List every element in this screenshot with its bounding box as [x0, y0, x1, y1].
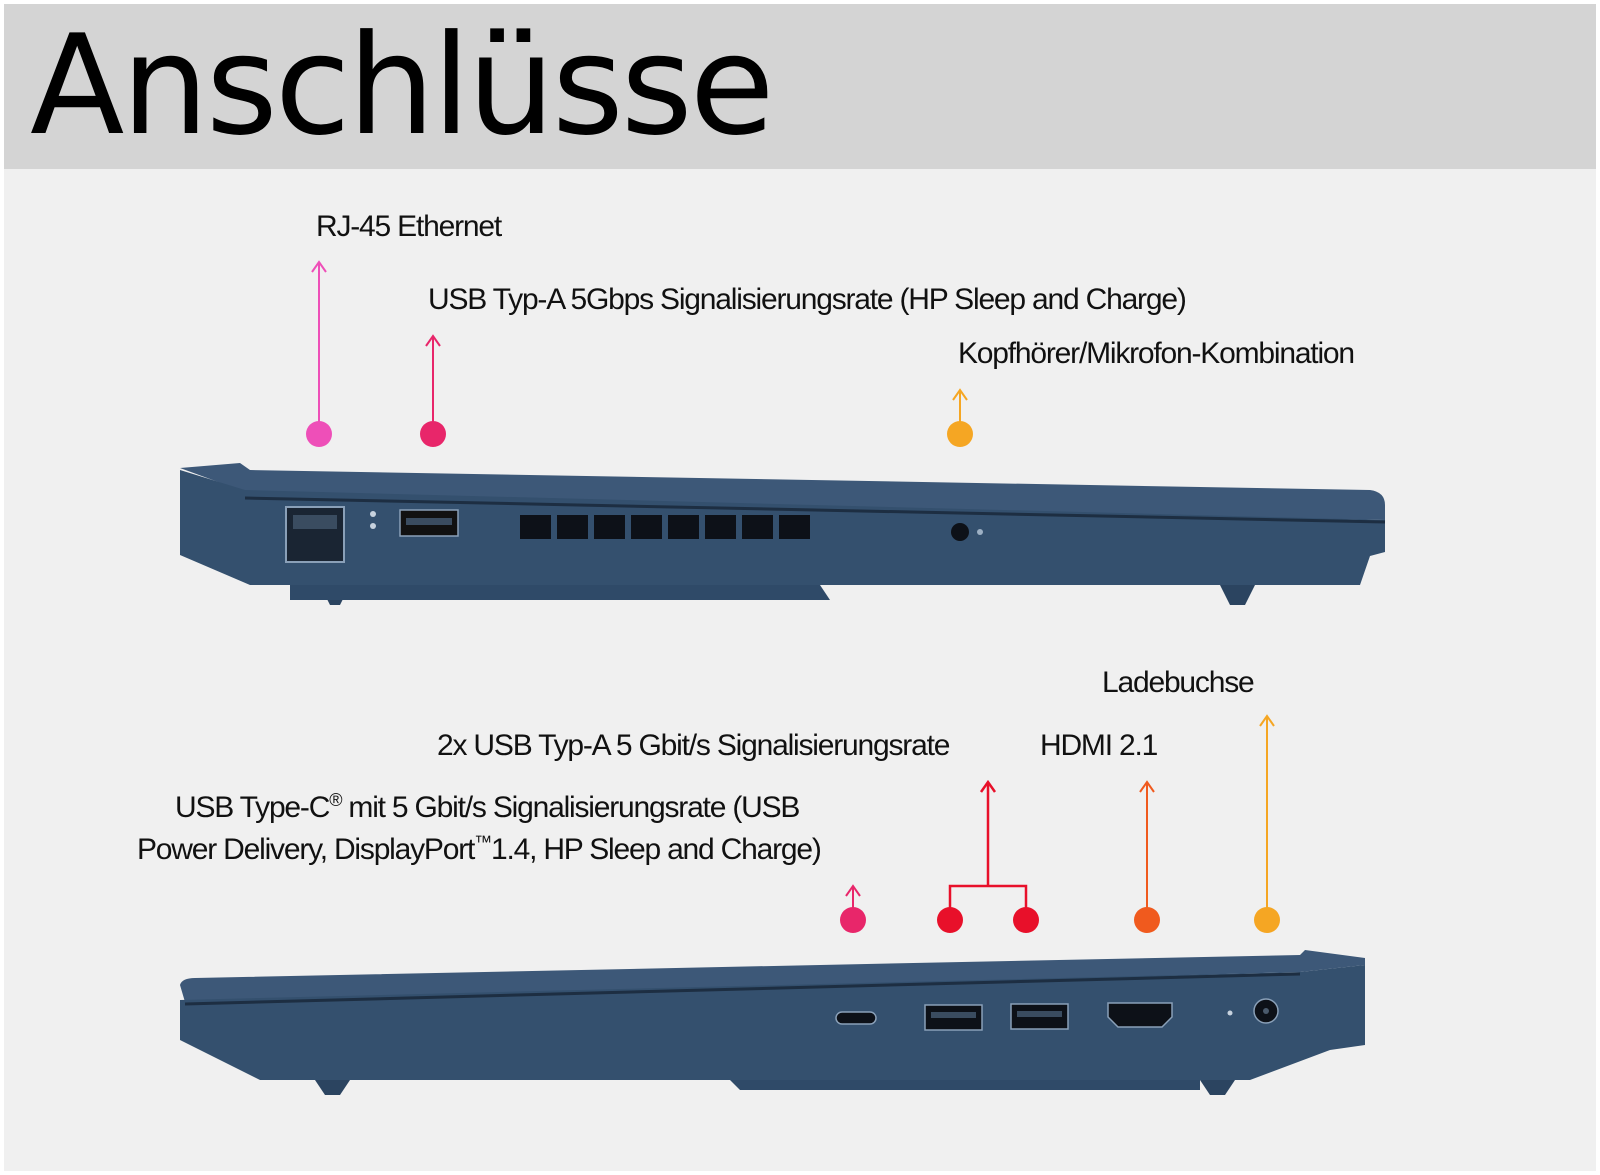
audio-label: Kopfhörer/Mikrofon-Kombination [958, 337, 1355, 370]
page-title: Anschlüsse [30, 5, 775, 166]
header-band [4, 4, 1596, 169]
hdmi-port-icon [1107, 1002, 1173, 1028]
laptop-left-side [180, 463, 1386, 605]
usb-a-2x-callout [937, 779, 1039, 933]
rj45-label: RJ-45 Ethernet [316, 210, 502, 243]
hdmi-label: HDMI 2.1 [1040, 729, 1158, 762]
usb-a-2x-label: 2x USB Typ-A 5 Gbit/s Signalisierungsrat… [437, 729, 950, 762]
usb-c-label-line2: Power Delivery, DisplayPort™1.4, HP Slee… [137, 832, 822, 866]
usb-a-label: USB Typ-A 5Gbps Signalisierungsrate (HP … [428, 283, 1187, 316]
charge-callout [1254, 714, 1280, 933]
rj45-callout [306, 260, 332, 447]
usb-a-callout [420, 334, 446, 447]
laptop-right-side [180, 950, 1365, 1095]
usb-c-callout [840, 884, 866, 933]
usb-c-port-icon [835, 1011, 877, 1025]
audio-jack-icon [951, 523, 969, 541]
charge-label: Ladebuchse [1102, 666, 1255, 699]
usb-c-label-line1: USB Type-C® mit 5 Gbit/s Signalisierungs… [175, 790, 800, 824]
vent-grille [520, 515, 810, 539]
hdmi-callout [1134, 780, 1160, 933]
audio-callout [947, 388, 973, 447]
